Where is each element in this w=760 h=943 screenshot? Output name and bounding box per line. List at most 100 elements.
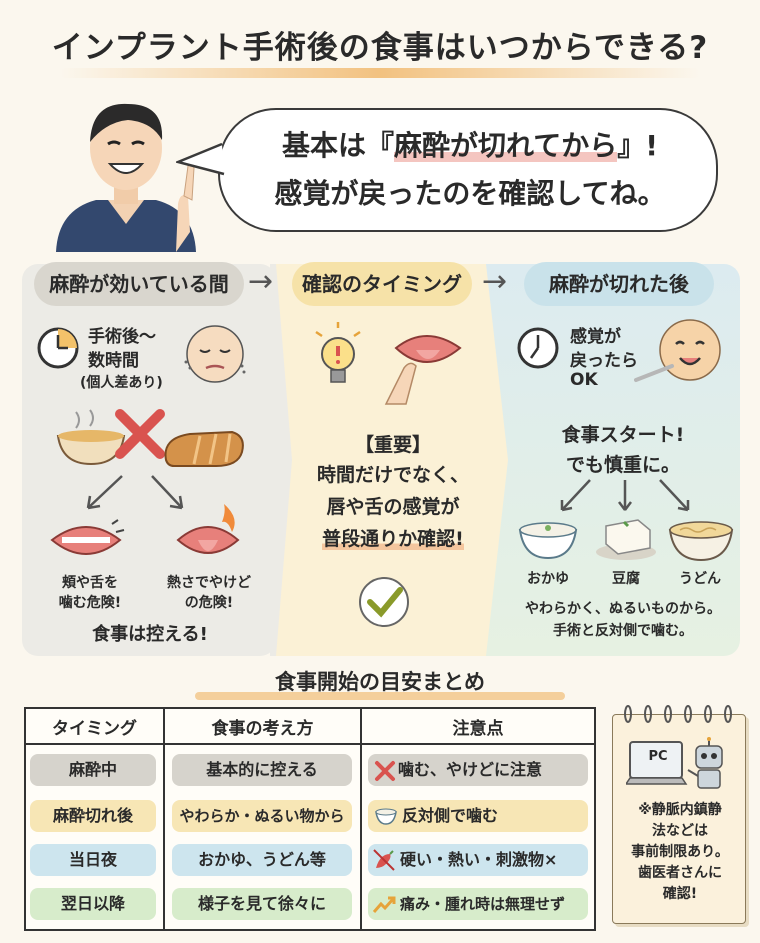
- checkmark-icon: [359, 577, 409, 627]
- row-1-timing: 麻酔中: [68, 760, 117, 779]
- page-title: インプラント手術後の食事はいつからできる?: [51, 30, 709, 66]
- split-arrows-icon: [86, 475, 184, 510]
- bubble-line-1: 基本は『麻酔が切れてから』!: [222, 124, 718, 164]
- food-label-okayu: おかゆ: [527, 571, 569, 587]
- row-4-note-bg: [368, 888, 588, 920]
- row-3-timing: 当日夜: [68, 850, 117, 869]
- check-line-1: 時間だけでなく、: [316, 464, 469, 486]
- advice-line-2: 手術と反対側で噛む。: [553, 623, 693, 639]
- speech-bubble: [218, 108, 718, 232]
- table-header-timing: タイミング: [52, 719, 137, 739]
- table-row: [30, 888, 156, 920]
- bubble-highlight: 麻酔が切れてから: [394, 129, 618, 162]
- clock-icon-2: [517, 327, 559, 369]
- arrow-right-icon: →: [248, 264, 274, 299]
- chevron-divider-b: [486, 264, 508, 656]
- row-3-idea-bg: [172, 844, 352, 876]
- note-line-4: 歯医者さんに: [638, 865, 722, 881]
- row-2-idea-bg: [172, 800, 352, 832]
- table-row: [30, 844, 156, 876]
- row-2-timing: 麻酔切れ後: [52, 806, 133, 825]
- row-4-idea-bg: [172, 888, 352, 920]
- panel-a-header: 麻酔が効いている間: [34, 262, 244, 306]
- udon-icon: [668, 521, 734, 562]
- panel-b-header: 確認のタイミング: [292, 262, 472, 306]
- table-title-underline: [195, 692, 565, 700]
- bubble-line-1-post: 』!: [617, 129, 658, 162]
- table-row: [30, 800, 156, 832]
- row-1-note: 噛む、やけどに注意: [398, 760, 543, 779]
- check-line-2: 唇や舌の感覚が: [326, 496, 460, 518]
- note-line-1: ※静脈内鎮静: [638, 802, 722, 818]
- time-line-1: 手術後〜: [88, 327, 156, 347]
- risk-1-line-1: 頬や舌を: [62, 575, 118, 591]
- check-line-3: 普段通りか確認!: [276, 524, 510, 551]
- pepper-icon: [373, 849, 395, 871]
- table-title: 食事開始の目安まとめ: [275, 670, 485, 694]
- row-3-idea: おかゆ、うどん等: [198, 850, 326, 869]
- row-1-note-bg: [368, 754, 588, 786]
- sense-line-1: 感覚が: [570, 327, 621, 347]
- arrow-right-icon-2: →: [482, 264, 508, 299]
- check-line-3-text: 普段通りか確認!: [322, 528, 464, 550]
- three-arrows-icon: [560, 479, 690, 512]
- burned-tongue-icon: [176, 504, 240, 554]
- bubble-line-1-pre: 基本は『: [282, 129, 395, 162]
- note-line-5: 確認!: [662, 886, 698, 902]
- row-1-idea: 基本的に控える: [206, 760, 318, 779]
- bread-icon: [164, 430, 244, 467]
- risk-2-line-2: の危険!: [184, 595, 234, 611]
- table-header-idea: 食事の考え方: [211, 719, 314, 739]
- table-row: [30, 754, 156, 786]
- row-4-idea: 様子を見て徐々に: [197, 894, 326, 913]
- soup-icon: [56, 409, 126, 466]
- title-underline: [60, 68, 700, 78]
- chevron-divider-a: [270, 264, 292, 656]
- food-label-udon: うどん: [679, 571, 721, 587]
- row-4-timing: 翌日以降: [60, 894, 125, 913]
- clock-icon: [37, 327, 79, 369]
- trend-up-icon: [372, 896, 396, 913]
- rice-porridge-icon: [518, 522, 578, 560]
- start-line-1: 食事スタート!: [561, 424, 685, 446]
- row-4-note: 痛み・腫れ時は無理せず: [400, 895, 566, 913]
- bitten-mouth-icon: [50, 519, 125, 555]
- spiral-binding-icon: [624, 705, 732, 723]
- table-header-divider: [24, 743, 596, 745]
- table-column-divider-1: [163, 707, 165, 931]
- note-text: ※静脈内鎮静 法などは 事前制限あり。 歯医者さんに 確認!: [620, 800, 740, 905]
- row-2-note-bg: [368, 800, 588, 832]
- risk-2-line-1: 熱さでやけど: [167, 575, 251, 591]
- happy-face-icon: [634, 319, 721, 382]
- row-2-idea: やわらか・ぬるい物から: [179, 807, 345, 825]
- row-3-note-bg: [368, 844, 588, 876]
- start-line-2: でも慎重に。: [565, 454, 680, 476]
- risk-1-line-2: 噛む危険!: [58, 595, 122, 611]
- row-2-note: 反対側で噛む: [402, 806, 499, 825]
- important-label: 【重要】: [354, 434, 431, 456]
- table-header-note: 注意点: [452, 719, 504, 739]
- sense-line-2: 戻ったら: [570, 351, 638, 371]
- panel-c-header: 麻酔が切れた後: [524, 262, 714, 306]
- tofu-icon: [596, 519, 656, 560]
- cross-icon-small: [375, 761, 395, 781]
- bowl-icon: [375, 808, 397, 825]
- time-note: (個人差あり): [80, 375, 163, 391]
- sense-line-3: OK: [570, 370, 598, 390]
- touch-lips-icon: [384, 335, 462, 405]
- row-3-note: 硬い・熱い・刺激物×: [400, 850, 558, 869]
- cross-icon: [115, 409, 165, 459]
- panel-a-conclusion: 食事は控える!: [92, 624, 208, 645]
- row-1-idea-bg: [172, 754, 352, 786]
- lightbulb-icon: [315, 322, 361, 383]
- numb-face-icon: [184, 325, 246, 383]
- food-label-tofu: 豆腐: [612, 571, 640, 587]
- table-column-divider-2: [360, 707, 362, 931]
- note-line-2: 法などは: [652, 823, 708, 839]
- laptop-robot-icon: [626, 737, 723, 789]
- bubble-line-2: 感覚が戻ったのを確認してね。: [274, 177, 666, 210]
- speech-bubble-tail: [176, 142, 225, 176]
- doctor-illustration: [56, 103, 196, 252]
- advice-line-1: やわらかく、ぬるいものから。: [525, 601, 721, 617]
- pc-label: PC: [648, 749, 668, 764]
